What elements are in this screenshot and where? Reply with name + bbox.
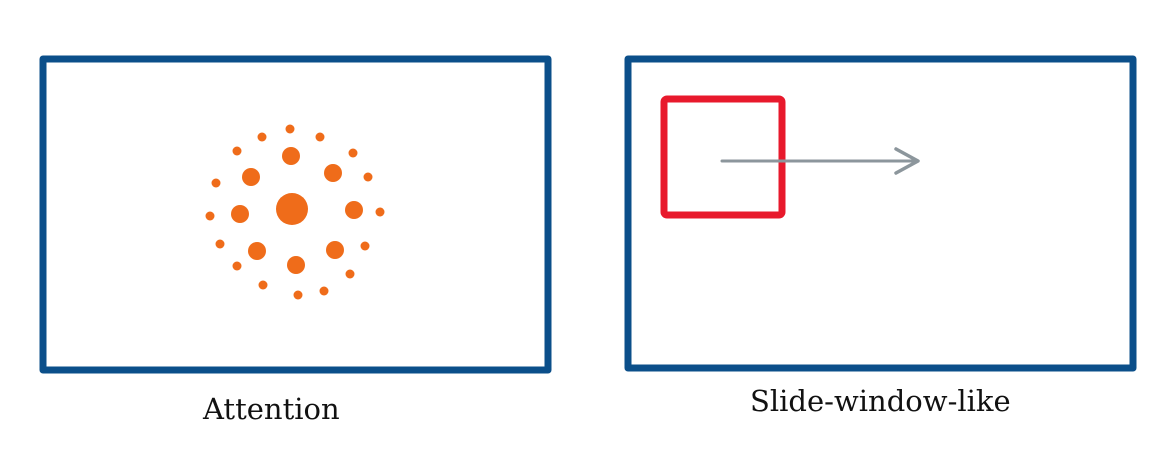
attention-dot [363,172,373,182]
attention-frame [39,55,552,374]
attention-dot [285,124,295,134]
attention-dot [258,280,268,290]
arrow-head [894,147,920,175]
attention-dot [293,290,303,300]
attention-dot [205,211,215,221]
attention-dot [360,241,370,251]
attention-dot-cluster [205,124,385,300]
attention-dot [276,193,308,225]
slide-direction-arrow [720,147,920,175]
slide-window-caption: Slide-window-like [750,384,1011,418]
attention-dot [282,147,300,165]
attention-dot [232,261,242,271]
attention-dot [242,168,260,186]
attention-panel [39,55,552,374]
attention-dot [231,205,249,223]
attention-dot [315,132,325,142]
attention-dot [287,256,305,274]
attention-dot [375,207,385,217]
attention-dot [257,132,267,142]
attention-dot [345,269,355,279]
attention-dot [345,201,363,219]
attention-dot [326,241,344,259]
attention-caption: Attention [203,392,340,426]
attention-dot [324,164,342,182]
attention-dot [232,146,242,156]
attention-dot [348,148,358,158]
attention-dot [319,286,329,296]
attention-dot [248,242,266,260]
slide-window-panel [624,55,1137,372]
attention-dot [211,178,221,188]
slide-window-frame [624,55,1137,372]
attention-dot [215,239,225,249]
sliding-window-box [660,95,786,219]
